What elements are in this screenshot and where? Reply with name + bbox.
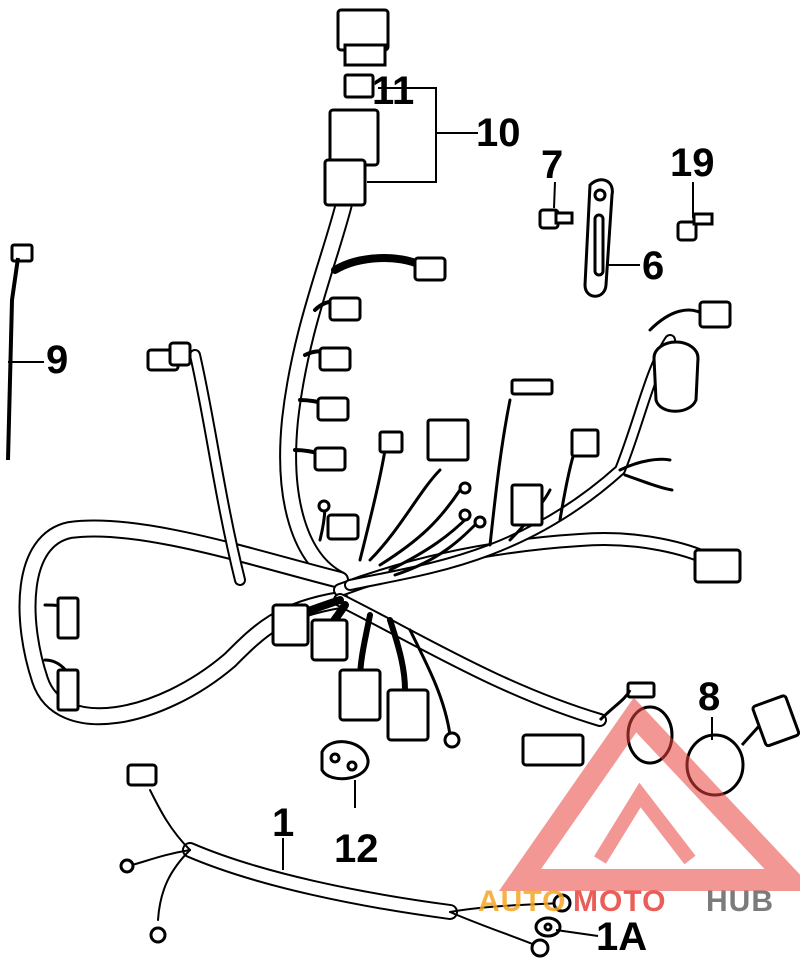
callout-8: 8 bbox=[698, 675, 720, 719]
callout-1: 1 bbox=[272, 801, 294, 845]
part-callouts: 11 10 7 19 6 9 8 1 12 1A bbox=[46, 69, 720, 959]
callout-11: 11 bbox=[372, 69, 414, 113]
watermark-text-auto: AUTO bbox=[478, 885, 566, 918]
bulb-socket-upper bbox=[652, 340, 700, 413]
leader-lines bbox=[8, 87, 713, 937]
callout-12: 12 bbox=[334, 827, 379, 871]
grommet-part-12 bbox=[320, 740, 370, 781]
cable-tie-part-9 bbox=[6, 243, 34, 461]
callout-10: 10 bbox=[476, 111, 521, 155]
nut-part-1a bbox=[534, 916, 562, 938]
harness-connectors bbox=[56, 8, 742, 767]
automotohub-watermark-logo: AUTO MOTO HUB bbox=[478, 697, 800, 918]
watermark-text-moto: MOTO bbox=[573, 885, 666, 918]
bolt-part-7 bbox=[538, 208, 574, 230]
callout-19: 19 bbox=[670, 141, 715, 185]
watermark-text-hub: HUB bbox=[706, 885, 774, 918]
callout-1a: 1A bbox=[596, 915, 647, 959]
callout-7: 7 bbox=[541, 143, 563, 187]
bolt-part-19 bbox=[676, 212, 714, 242]
sub-harness-part-1 bbox=[119, 763, 572, 958]
callout-6: 6 bbox=[642, 244, 664, 288]
bracket-part-6 bbox=[583, 178, 614, 298]
callout-9: 9 bbox=[46, 338, 68, 382]
